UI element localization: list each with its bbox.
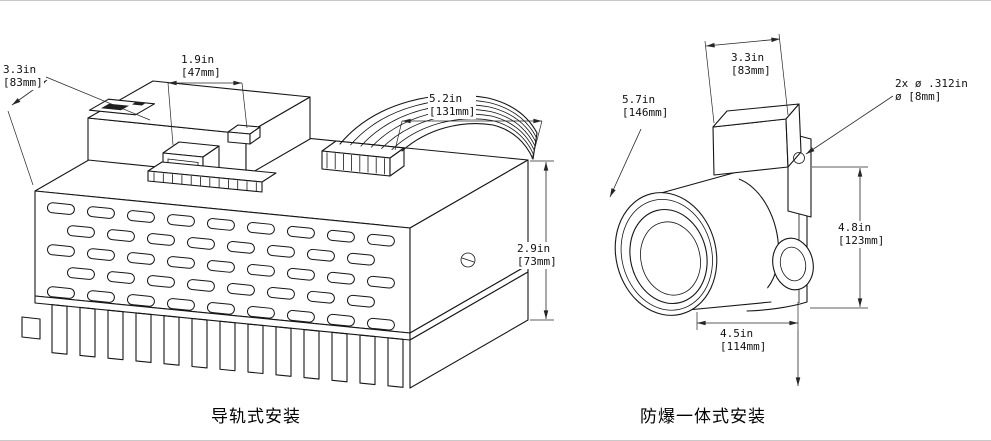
dim-inches: 5.7in [622,93,656,106]
dim-inches: 4.5in [720,327,754,340]
dim-label-module-height: 2.9in [73mm] [516,242,558,269]
dim-line1: 2x ø .312in [895,77,968,90]
display-icon-small [132,101,146,106]
dim-metric: [83mm] [731,64,771,78]
dim-inches: 5.2in [429,92,463,105]
terminal-strip-pins [153,172,257,192]
camera-lens [614,192,718,316]
dim-inches: 3.3in [3,63,37,76]
ribbon-connector [321,140,405,177]
explosion-proof-camera-drawing [609,33,894,386]
dim-metric: [146mm] [622,106,669,120]
dim-metric: [114mm] [720,340,767,354]
ribbon-cable-end [532,132,538,160]
dim-metric: [123mm] [838,234,885,248]
dim-label-mount-holes: 2x ø .312in ø [8mm] [894,77,969,104]
din-rail-device-drawing [7,76,554,389]
caption-din-rail-mount: 导轨式安装 [211,407,301,427]
dim-label-module-depth: 3.3in [83mm] [2,63,44,90]
display-window [88,98,156,116]
terminal-strip [147,161,277,193]
dim-label-module-offset: 1.9in [47mm] [180,53,222,80]
mount-bolt-hole [793,152,805,164]
dim-metric: [83mm] [3,76,43,90]
mounting-bracket [712,103,812,218]
dim-inches: 3.3in [731,51,765,64]
dim-label-module-length: 5.2in [131mm] [428,92,477,119]
dim-line2: ø [8mm] [895,90,942,104]
dim-metric: [47mm] [181,66,221,80]
heatsink-fins [51,304,404,388]
conduit-boss [772,237,814,291]
dim-label-lens-diameter: 5.7in [146mm] [621,93,670,120]
dim-label-camera-length: 4.5in [114mm] [719,327,768,354]
small-component [227,124,261,145]
dim-inches: 1.9in [181,53,215,66]
dim-label-bracket-width: 3.3in [83mm] [730,51,772,78]
dim-label-camera-height: 4.8in [123mm] [837,221,886,248]
dim-metric: [131mm] [429,105,476,119]
screw-head [460,252,476,268]
caption-explosion-proof-mount: 防爆一体式安装 [640,407,766,427]
dim-inches: 4.8in [838,221,872,234]
dim-inches: 2.9in [517,242,551,255]
lens-diameter-leader [609,128,642,198]
dim-metric: [73mm] [517,255,557,269]
ribbon-connector-pins [326,152,385,175]
hole-callout-leader [805,95,894,155]
ventilation-slots [46,202,395,331]
